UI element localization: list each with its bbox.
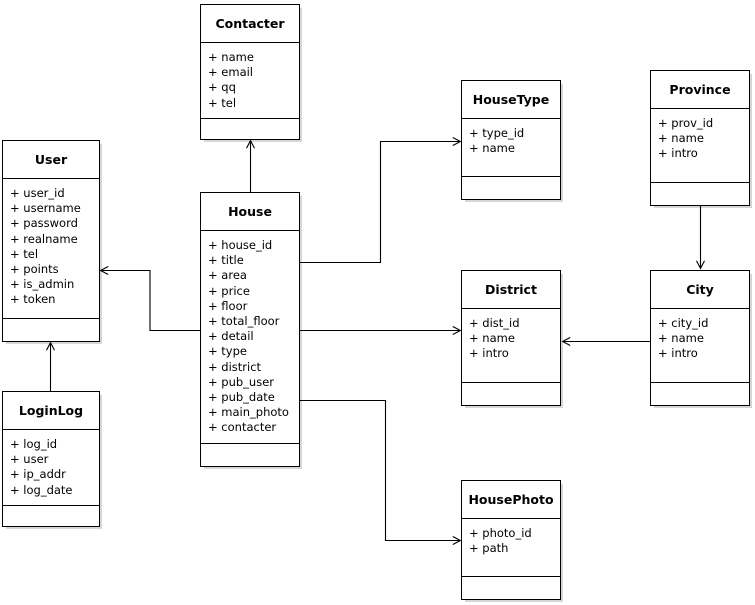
class-attribute: + user_id [10, 186, 65, 200]
edge-house-housetype [300, 137, 462, 264]
class-attributes-district: + dist_id+ name+ intro [462, 309, 560, 383]
class-attribute: + intro [658, 146, 698, 161]
uml-class-user[interactable]: User+ user_id+ username+ password+ realn… [2, 140, 100, 342]
class-title-province: Province [651, 71, 749, 109]
class-attribute: + name [658, 131, 704, 146]
class-title-house: House [201, 193, 299, 231]
class-attribute: + total_floor [208, 314, 280, 329]
class-attributes-housetype: + type_id+ name [462, 119, 560, 177]
class-attribute: + token [10, 292, 56, 307]
class-attributes-loginlog: + log_id+ user+ ip_addr+ log_date [3, 430, 99, 506]
class-attribute: + pub_user [208, 374, 275, 389]
class-attribute: + name [208, 50, 254, 64]
class-attribute: + type_id [469, 126, 525, 140]
uml-class-contacter[interactable]: Contacter+ name+ email+ qq+ tel [200, 4, 300, 140]
class-attribute: + area [208, 268, 247, 283]
class-attribute: + city_id [658, 316, 709, 330]
uml-class-city[interactable]: City+ city_id+ name+ intro [650, 270, 750, 406]
class-attribute: + password [10, 216, 78, 231]
uml-class-housephoto[interactable]: HousePhoto+ photo_id+ path [461, 480, 561, 600]
class-title-contacter: Contacter [201, 5, 299, 43]
class-attribute: + photo_id [469, 526, 532, 540]
class-attribute: + log_date [10, 482, 73, 497]
class-operations-user [3, 319, 99, 341]
class-attribute: + name [469, 331, 515, 346]
class-operations-province [651, 183, 749, 205]
uml-class-province[interactable]: Province+ prov_id+ name+ intro [650, 70, 750, 206]
class-attribute: + contacter [208, 420, 277, 435]
class-title-city: City [651, 271, 749, 309]
edge-house-user [99, 266, 200, 332]
class-operations-loginlog [3, 506, 99, 528]
class-attribute: + detail [208, 329, 254, 344]
class-attribute: + name [469, 141, 515, 156]
class-attribute: + title [208, 253, 244, 268]
class-operations-contacter [201, 119, 299, 141]
class-attribute: + type [208, 344, 247, 359]
class-attributes-contacter: + name+ email+ qq+ tel [201, 43, 299, 119]
class-attribute: + house_id [208, 238, 273, 252]
uml-class-housetype[interactable]: HouseType+ type_id+ name [461, 80, 561, 200]
class-attribute: + email [208, 65, 254, 80]
uml-class-house[interactable]: House+ house_id+ title+ area+ price+ flo… [200, 192, 300, 467]
class-operations-district [462, 383, 560, 405]
class-attribute: + main_photo [208, 405, 289, 420]
class-attribute: + is_admin [10, 277, 75, 292]
class-attribute: + district [208, 359, 262, 374]
class-attribute: + intro [658, 346, 698, 361]
class-attribute: + points [10, 262, 59, 277]
edge-house-housephoto [300, 399, 462, 545]
class-attribute: + username [10, 201, 81, 216]
class-attributes-province: + prov_id+ name+ intro [651, 109, 749, 183]
class-operations-city [651, 383, 749, 405]
class-attribute: + log_id [10, 437, 58, 451]
class-attribute: + qq [208, 80, 236, 95]
uml-class-loginlog[interactable]: LoginLog+ log_id+ user+ ip_addr+ log_dat… [2, 391, 100, 527]
class-attributes-user: + user_id+ username+ password+ realname+… [3, 179, 99, 319]
class-operations-housetype [462, 177, 560, 199]
class-attribute: + floor [208, 298, 248, 313]
class-attributes-housephoto: + photo_id+ path [462, 519, 560, 577]
class-title-district: District [462, 271, 560, 309]
class-attribute: + prov_id [658, 116, 714, 130]
class-title-loginlog: LoginLog [3, 392, 99, 430]
class-attribute: + dist_id [469, 316, 520, 330]
class-attributes-city: + city_id+ name+ intro [651, 309, 749, 383]
uml-class-district[interactable]: District+ dist_id+ name+ intro [461, 270, 561, 406]
class-operations-housephoto [462, 577, 560, 599]
class-attribute: + tel [208, 95, 237, 110]
class-title-housephoto: HousePhoto [462, 481, 560, 519]
class-title-housetype: HouseType [462, 81, 560, 119]
class-attribute: + intro [469, 346, 509, 361]
class-attribute: + tel [10, 246, 39, 261]
class-title-user: User [3, 141, 99, 179]
class-attribute: + user [10, 452, 49, 467]
class-attribute: + price [208, 283, 250, 298]
class-attribute: + pub_date [208, 390, 275, 405]
class-operations-house [201, 444, 299, 466]
class-attribute: + path [469, 541, 509, 556]
class-attribute: + name [658, 331, 704, 346]
class-attribute: + ip_addr [10, 467, 66, 482]
class-attribute: + realname [10, 231, 78, 246]
class-attributes-house: + house_id+ title+ area+ price+ floor+ t… [201, 231, 299, 444]
